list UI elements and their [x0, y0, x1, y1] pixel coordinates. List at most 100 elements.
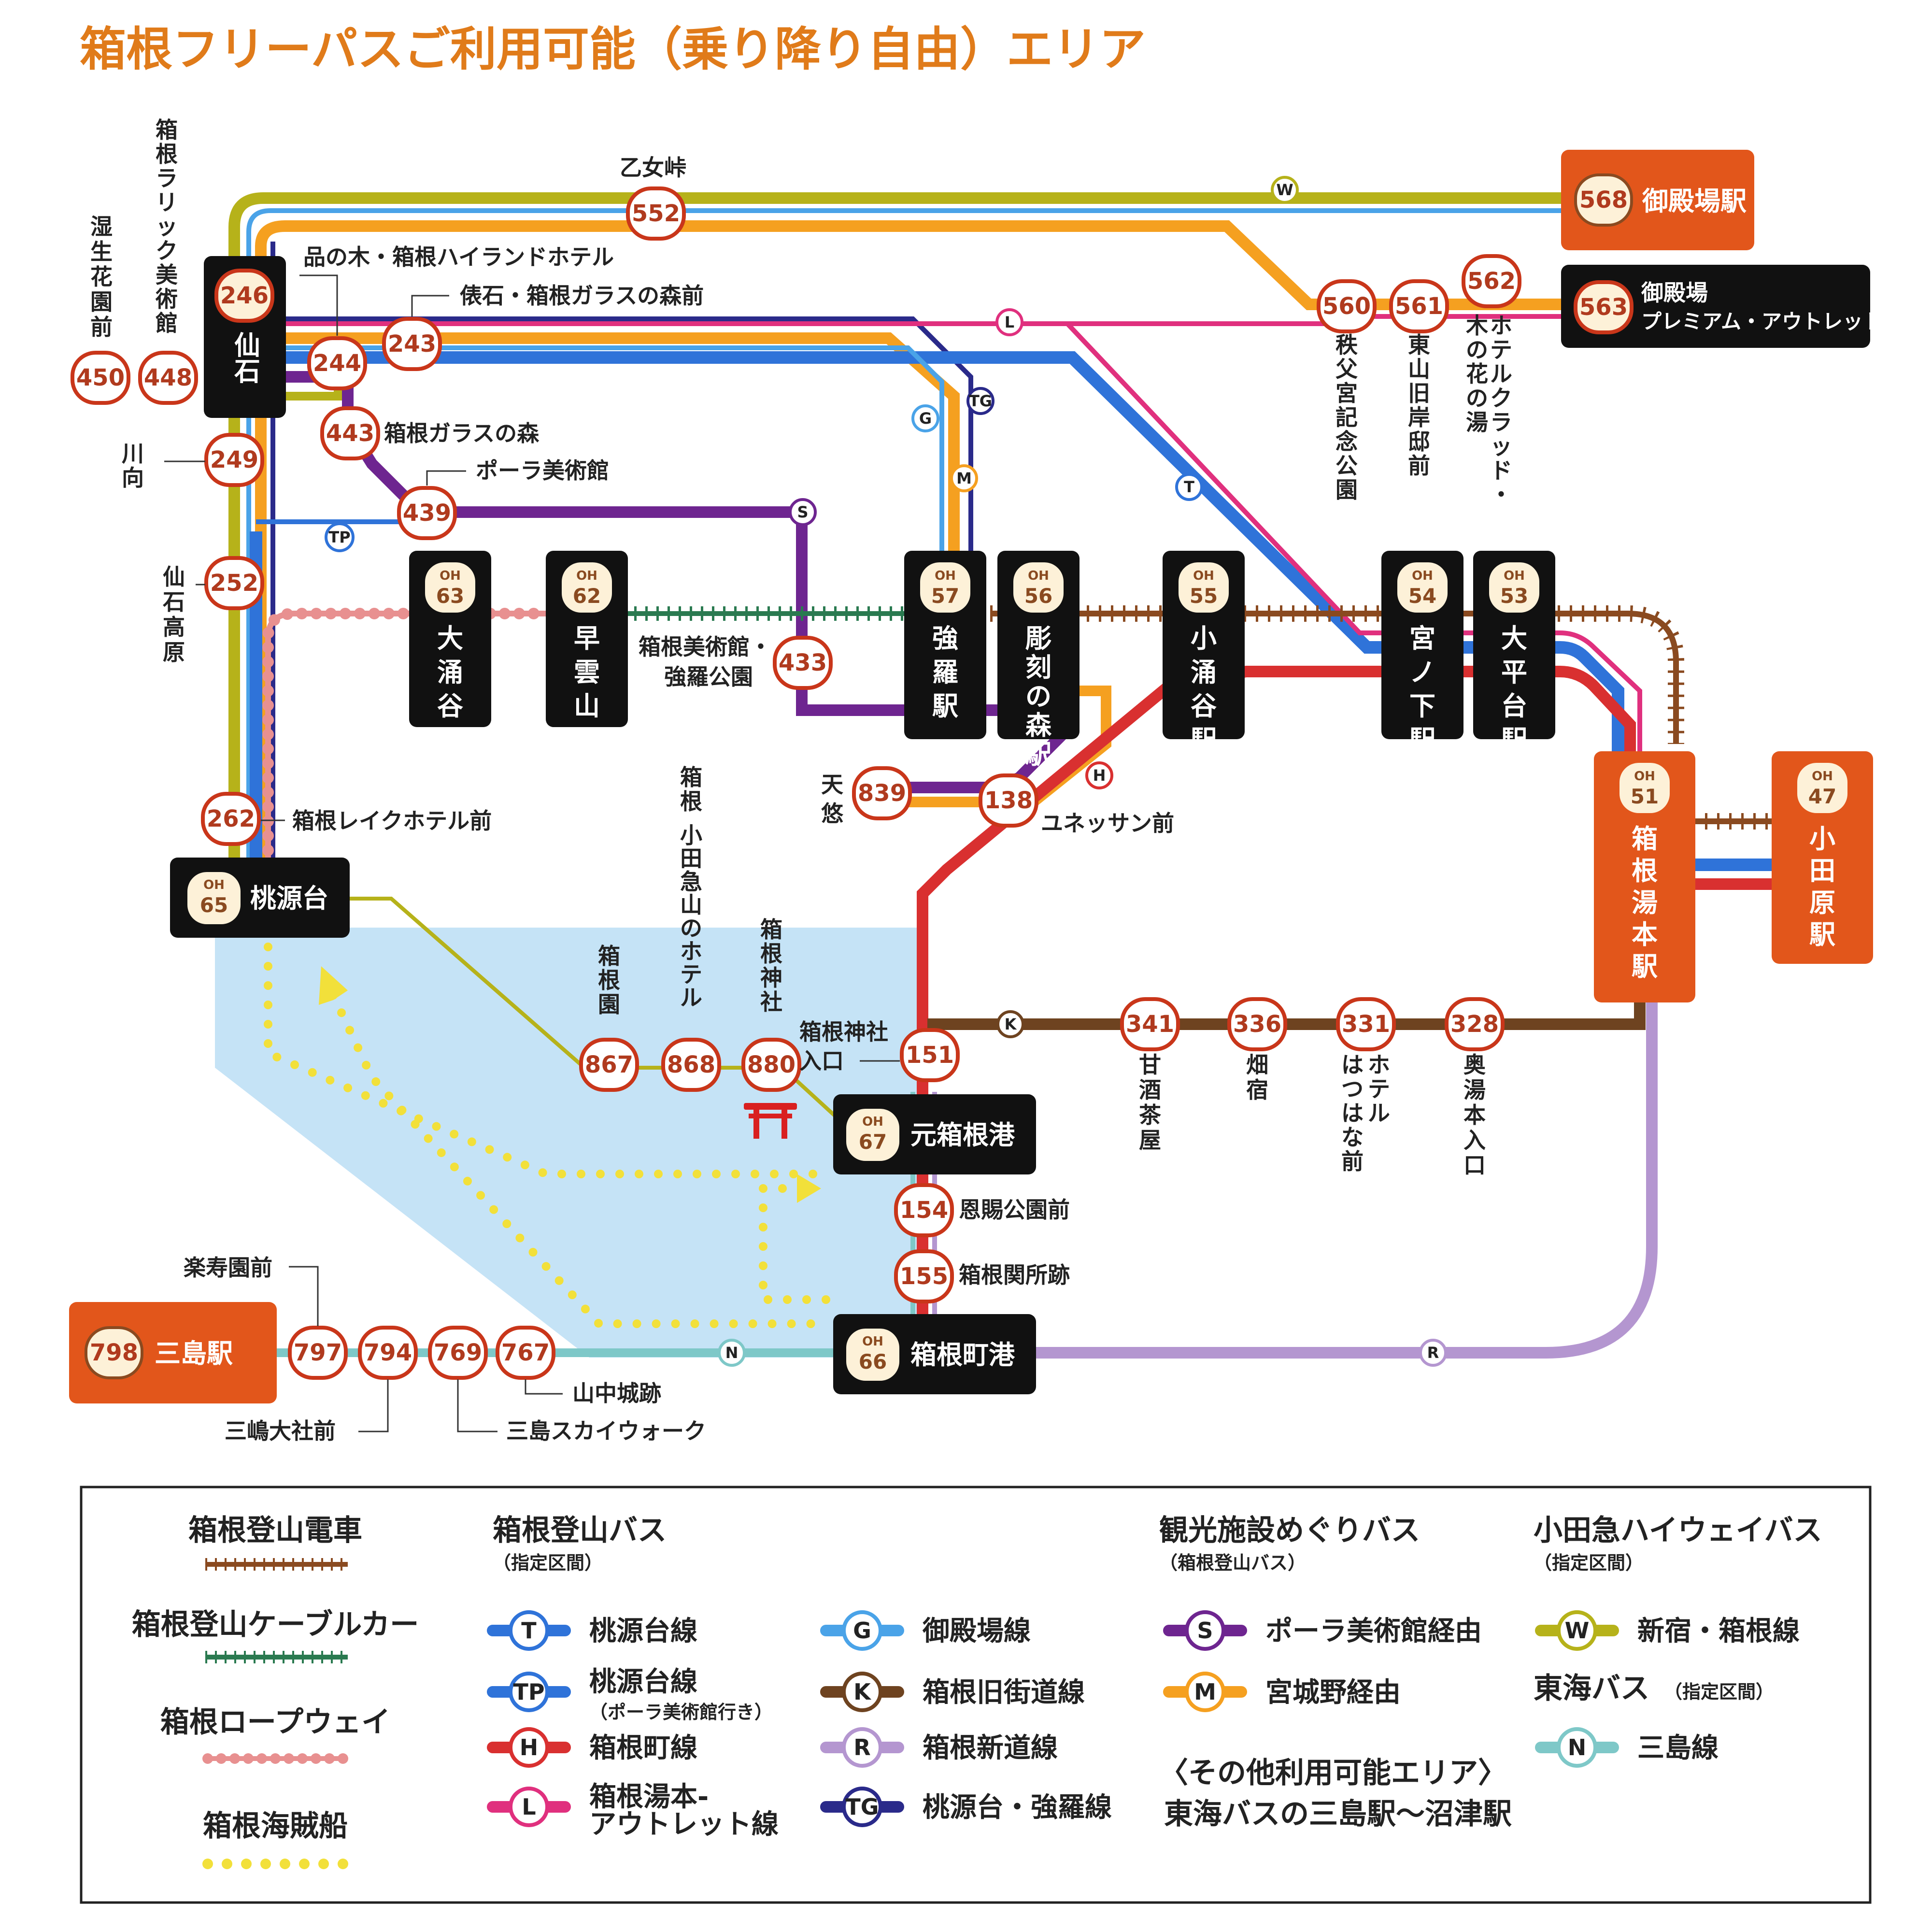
svg-text:小: 小 — [680, 822, 702, 848]
svg-text:大: 大 — [437, 623, 463, 654]
svg-text:宮城野経由: 宮城野経由 — [1265, 1677, 1401, 1708]
svg-text:151: 151 — [906, 1042, 954, 1069]
bus-stop-433[interactable]: 433 — [773, 636, 833, 690]
bus-stop-443[interactable]: 443 — [320, 406, 380, 460]
svg-text:本: 本 — [1463, 1102, 1486, 1128]
svg-text:は: は — [1341, 1052, 1364, 1078]
svg-text:880: 880 — [747, 1051, 796, 1078]
station-motohakone[interactable]: OH 67 元箱根港 — [833, 1094, 1036, 1174]
bus-stop-867[interactable]: 867 — [579, 1038, 639, 1092]
svg-text:急: 急 — [680, 869, 702, 895]
svg-text:ポーラ美術館経由: ポーラ美術館経由 — [1265, 1616, 1482, 1647]
svg-text:箱: 箱 — [760, 916, 782, 943]
bus-stop-155[interactable]: 155 — [894, 1249, 954, 1303]
svg-text:N: N — [1568, 1734, 1587, 1760]
bus-stop-868[interactable]: 868 — [661, 1038, 721, 1092]
svg-text:口: 口 — [1463, 1152, 1486, 1178]
svg-text:甘: 甘 — [1139, 1052, 1161, 1078]
svg-text:下: 下 — [1409, 691, 1435, 721]
bus-stop-262[interactable]: 262 — [201, 792, 261, 846]
bus-stop-794[interactable]: 794 — [358, 1326, 418, 1380]
svg-text:湯: 湯 — [1466, 409, 1488, 435]
bus-stop-439[interactable]: 439 — [397, 486, 457, 540]
station-sengoku[interactable]: 246 仙石 — [204, 256, 286, 418]
bus-stop-562[interactable]: 562 — [1462, 254, 1521, 308]
bus-stop-450[interactable]: 450 — [71, 351, 130, 405]
bus-stop-880[interactable]: 880 — [741, 1038, 801, 1092]
station-outlet[interactable]: 563 御殿場 プレミアム・アウトレット — [1561, 265, 1883, 348]
station-number: 57 — [931, 584, 959, 608]
bus-stop-336[interactable]: 336 — [1227, 997, 1287, 1051]
svg-text:桃源台線: 桃源台線 — [589, 1616, 697, 1647]
station-number: 54 — [1408, 584, 1436, 608]
svg-text:154: 154 — [900, 1197, 948, 1224]
svg-text:155: 155 — [900, 1263, 948, 1290]
bus-stop-252[interactable]: 252 — [204, 556, 264, 610]
svg-text:TG: TG — [969, 392, 992, 410]
legend-other-area-detail: 東海バスの三島駅〜沼津駅 — [1164, 1797, 1512, 1831]
svg-text:・: ・ — [1490, 482, 1512, 508]
svg-text:252: 252 — [210, 570, 258, 597]
svg-text:TP: TP — [328, 528, 350, 546]
bus-stop-767[interactable]: 767 — [496, 1326, 555, 1380]
bus-stop-560[interactable]: 560 — [1317, 279, 1377, 333]
svg-text:谷: 谷 — [1191, 691, 1217, 721]
svg-text:念: 念 — [1335, 429, 1358, 455]
bus-stop-839[interactable]: 839 — [852, 766, 912, 820]
svg-text:S: S — [1197, 1617, 1213, 1644]
svg-text:テ: テ — [1490, 337, 1512, 363]
station-mishima[interactable]: 798 三島駅 — [69, 1302, 277, 1403]
svg-text:公: 公 — [1335, 453, 1358, 479]
bus-stop-243[interactable]: 243 — [382, 317, 442, 371]
bus-stop-797[interactable]: 797 — [288, 1326, 348, 1380]
bus-stop-151[interactable]: 151 — [900, 1028, 960, 1082]
svg-text:箱根町線: 箱根町線 — [589, 1732, 697, 1764]
bus-stop-552[interactable]: 552 — [626, 186, 686, 241]
station-oh-label: OH — [1028, 569, 1049, 583]
station-gotemba[interactable]: 568 御殿場駅 — [1561, 150, 1754, 250]
svg-text:563: 563 — [1579, 294, 1628, 321]
svg-text:仙石: 仙石 — [230, 331, 260, 384]
bus-stop-341[interactable]: 341 — [1120, 997, 1180, 1051]
bus-stop-138[interactable]: 138 — [979, 773, 1038, 828]
svg-text:（ポーラ美術館行き）: （ポーラ美術館行き） — [589, 1702, 773, 1723]
leader-yamanaka — [525, 1379, 563, 1395]
svg-text:の: の — [680, 915, 702, 941]
station-hakonemachi[interactable]: OH 66 箱根町港 — [833, 1314, 1036, 1394]
svg-text:433: 433 — [779, 649, 827, 676]
bus-stop-249[interactable]: 249 — [204, 433, 264, 487]
svg-text:園: 園 — [1335, 477, 1358, 503]
svg-text:強: 強 — [932, 623, 958, 654]
bus-stop-561[interactable]: 561 — [1389, 279, 1449, 333]
bus-stop-331[interactable]: 331 — [1336, 997, 1396, 1051]
bus-stop-154[interactable]: 154 — [894, 1183, 954, 1237]
svg-text:山: 山 — [574, 691, 600, 721]
svg-text:箱根新道線: 箱根新道線 — [923, 1732, 1058, 1764]
bus-stop-328[interactable]: 328 — [1445, 997, 1505, 1051]
bus-stop-448[interactable]: 448 — [138, 351, 198, 405]
bus-stop-769[interactable]: 769 — [428, 1326, 488, 1380]
svg-text:R: R — [1427, 1344, 1439, 1362]
bus-stop-244[interactable]: 244 — [307, 336, 367, 390]
svg-text:秩: 秩 — [1335, 332, 1358, 358]
line-badge-tg: TG — [966, 387, 994, 415]
svg-text:花: 花 — [90, 264, 113, 290]
svg-text:前: 前 — [1408, 453, 1430, 479]
station-togendai[interactable]: OH 65 桃源台 — [170, 858, 350, 938]
svg-text:宿: 宿 — [1246, 1077, 1268, 1103]
label-jinja-iriguchi-2: 入口 — [799, 1048, 844, 1074]
